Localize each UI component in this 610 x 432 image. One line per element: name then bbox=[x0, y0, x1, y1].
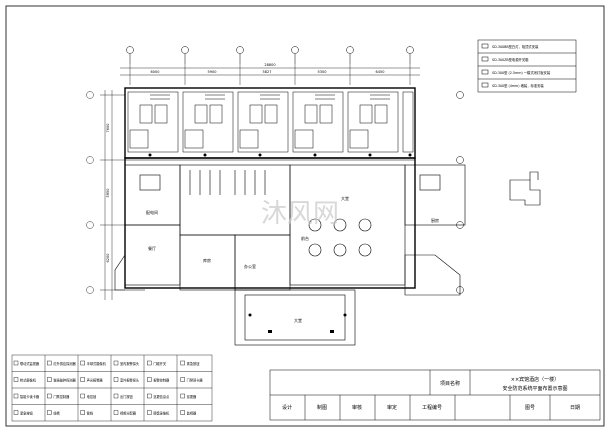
left-dimension-chain bbox=[86, 90, 125, 300]
legend-symbol bbox=[147, 377, 152, 382]
legend-label: 联动式监视器 bbox=[20, 361, 40, 366]
title-project-label: 项目名称 bbox=[440, 380, 460, 387]
title-drawing-name: 安全防范系统平面布置示意图 bbox=[502, 385, 567, 392]
watermark: 沐风网 bbox=[261, 199, 339, 229]
legend-symbol bbox=[13, 360, 19, 366]
legend-symbol bbox=[13, 393, 19, 399]
title-row-project-no: 工程编号 bbox=[422, 404, 442, 411]
room-label-office: 办公室 bbox=[244, 263, 256, 269]
legend-symbol bbox=[180, 360, 185, 366]
legend-label: 出门按钮 bbox=[120, 394, 134, 399]
bottom-legend-labels: 联动式监视器红外感应探测器半球式摄像机室内报警探头门磁开关紧急按钮枪式摄像机玻璃… bbox=[13, 360, 204, 416]
title-row-draw: 制图 bbox=[317, 404, 327, 411]
legend-symbol bbox=[47, 360, 52, 366]
dim-top-3: 5827 bbox=[263, 70, 272, 74]
device-legend-right bbox=[477, 39, 577, 93]
title-row-drawing-no: 图号 bbox=[525, 405, 535, 411]
legend-right-item-2: SD-300ZB型电源开关箱 bbox=[492, 57, 529, 62]
legend-label: 监视器 bbox=[187, 411, 197, 416]
legend-label: 声光报警器 bbox=[87, 378, 104, 383]
legend-label: 视频分配器 bbox=[120, 411, 137, 416]
dim-left-1: 7600 bbox=[106, 124, 110, 133]
room-label-electric: 配电间 bbox=[146, 209, 158, 215]
title-row-approve: 审定 bbox=[387, 404, 397, 411]
legend-symbol bbox=[113, 410, 119, 415]
top-dimension-chain bbox=[120, 64, 420, 85]
ground-rooms bbox=[114, 164, 466, 346]
legend-label: 紧急按钮 bbox=[20, 411, 34, 416]
key-plan bbox=[509, 171, 541, 206]
dim-top-5: 6450 bbox=[376, 70, 385, 74]
dim-top-total: 28800 bbox=[264, 63, 275, 67]
legend-right-item-3: SD-300型 (2.5mm) 一模式闭灯板安装 bbox=[492, 70, 551, 75]
sheet-border bbox=[5, 5, 605, 427]
legend-label: 门禁控制器 bbox=[53, 394, 70, 399]
legend-label: 报警控制器 bbox=[153, 378, 170, 383]
legend-symbol bbox=[147, 410, 152, 415]
legend-label: 枪式摄像机 bbox=[20, 378, 37, 383]
title-project-name: ××宾馆酒店（一楼） bbox=[511, 376, 559, 383]
legend-symbol bbox=[13, 410, 19, 415]
legend-symbol bbox=[80, 377, 85, 382]
legend-symbol bbox=[47, 393, 52, 399]
dim-left-3: 6200 bbox=[106, 254, 110, 263]
legend-label: 室内报警探头 bbox=[120, 361, 140, 366]
legend-label: 智能卡读卡器 bbox=[20, 394, 40, 399]
guest-rooms-row bbox=[127, 91, 414, 153]
legend-label: 巡更信息点 bbox=[153, 394, 170, 399]
security-device-symbols bbox=[148, 153, 412, 333]
legend-label: 硬盘录像机 bbox=[153, 411, 170, 416]
legend-label: 半球式摄像机 bbox=[87, 361, 107, 366]
legend-symbol bbox=[80, 360, 85, 366]
legend-symbol bbox=[180, 377, 185, 382]
legend-symbol bbox=[47, 410, 52, 415]
title-block bbox=[269, 369, 601, 421]
legend-label: 门磁开关 bbox=[153, 361, 167, 366]
legend-symbol bbox=[80, 393, 85, 399]
axis-bubbles-right bbox=[456, 91, 464, 294]
room-label-kitchen: 厨房 bbox=[431, 217, 439, 223]
legend-label: 玻璃破碎探测器 bbox=[53, 378, 76, 383]
legend-symbol bbox=[113, 360, 119, 366]
room-label-lobby: 大堂 bbox=[341, 195, 349, 201]
title-row-review: 审核 bbox=[352, 404, 362, 411]
dim-top-2: 5900 bbox=[208, 70, 217, 74]
room-label-reception: 前台 bbox=[301, 235, 309, 241]
dim-top-4: 5300 bbox=[318, 70, 327, 74]
dim-top-1: 6000 bbox=[151, 70, 160, 74]
legend-symbol bbox=[13, 377, 19, 382]
legend-symbol bbox=[147, 360, 152, 366]
title-row-design: 设计 bbox=[282, 404, 292, 411]
building-walls bbox=[124, 87, 416, 289]
title-row-date: 日期 bbox=[570, 405, 580, 411]
legend-symbol bbox=[113, 377, 119, 382]
dim-left-2: 5950 bbox=[106, 189, 110, 198]
legend-label: 电控锁 bbox=[87, 394, 97, 399]
legend-label: 室外报警探头 bbox=[120, 378, 140, 383]
legend-right-item-1: SD-300BB型白灯，吸顶式安装 bbox=[492, 44, 539, 49]
legend-right-item-4: SD-300型 (4mm) 墙装，标准安装 bbox=[492, 83, 544, 88]
legend-label: 紧急按钮 bbox=[187, 361, 201, 366]
room-label-storage: 库房 bbox=[203, 257, 211, 263]
legend-label: 红外感应探测器 bbox=[53, 361, 76, 366]
axis-bubbles-top bbox=[126, 46, 414, 64]
room-label-hall: 大堂 bbox=[294, 317, 302, 323]
room-label-lounge: 餐厅 bbox=[148, 245, 156, 251]
legend-symbol bbox=[113, 393, 119, 399]
legend-symbol bbox=[147, 393, 152, 399]
legend-symbol bbox=[180, 393, 185, 399]
legend-label: 线槽 bbox=[53, 411, 60, 416]
legend-label: 巡更器 bbox=[187, 394, 197, 399]
legend-label: 管线 bbox=[87, 411, 94, 416]
legend-symbol bbox=[180, 410, 185, 415]
legend-symbol bbox=[80, 410, 85, 415]
bottom-legend-grid bbox=[11, 354, 213, 422]
legend-symbol bbox=[47, 377, 52, 382]
legend-label: 门禁读卡器 bbox=[187, 378, 204, 383]
